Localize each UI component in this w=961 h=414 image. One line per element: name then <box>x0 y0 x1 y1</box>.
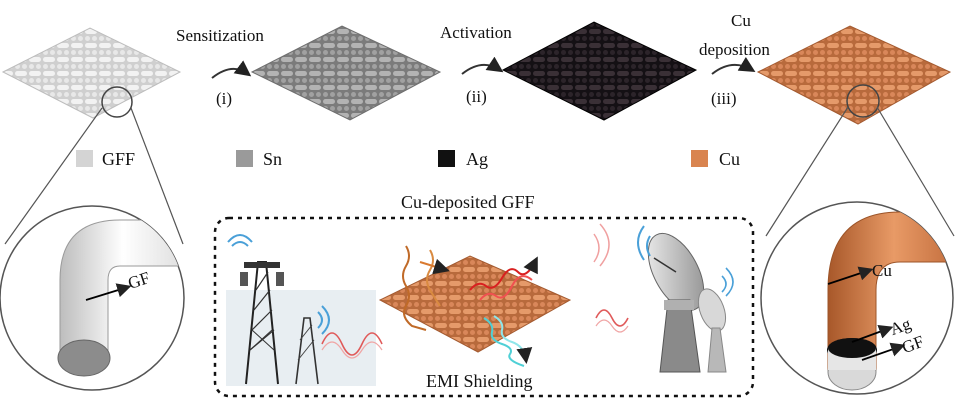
center-box-caption: EMI Shielding <box>426 371 533 391</box>
fabric-ag <box>501 21 698 121</box>
legend-label-gff: GFF <box>102 149 136 169</box>
legend-swatch-gff <box>76 150 93 167</box>
legend-swatch-ag <box>438 150 455 167</box>
fabric-cu <box>756 25 952 125</box>
legend-label-cu: Cu <box>719 149 741 169</box>
satellite-dish-icon <box>593 223 734 373</box>
zoom-circle-cu <box>760 201 954 395</box>
step-2-numeral: (ii) <box>466 87 487 106</box>
zoom-marker-left <box>101 86 133 118</box>
zoom-right-label-cu: Cu <box>872 261 892 280</box>
legend-label-ag: Ag <box>466 149 488 169</box>
fabric-sn <box>250 25 442 121</box>
step-3-numeral: (iii) <box>711 89 737 108</box>
step-3-label-line2: deposition <box>699 40 770 59</box>
zoom-circle-gf <box>0 205 185 391</box>
curved-arrow-icon <box>461 56 504 75</box>
curved-arrow-icon <box>711 56 756 75</box>
center-fabric <box>378 245 572 367</box>
curved-arrow-icon <box>211 60 252 79</box>
cell-tower-icon <box>226 234 383 386</box>
step-3-label-line1: Cu <box>731 11 751 30</box>
legend-swatch-cu <box>691 150 708 167</box>
wave-icon <box>402 245 427 331</box>
legend-label-sn: Sn <box>263 149 283 169</box>
zoom-marker-right <box>846 84 880 118</box>
step-1-label: Sensitization <box>176 26 264 45</box>
step-1-numeral: (i) <box>216 89 233 108</box>
step-2-label: Activation <box>440 23 512 42</box>
legend-swatch-sn <box>236 150 253 167</box>
fabric-gff <box>1 27 182 119</box>
center-box-title: Cu-deposited GFF <box>401 192 535 212</box>
